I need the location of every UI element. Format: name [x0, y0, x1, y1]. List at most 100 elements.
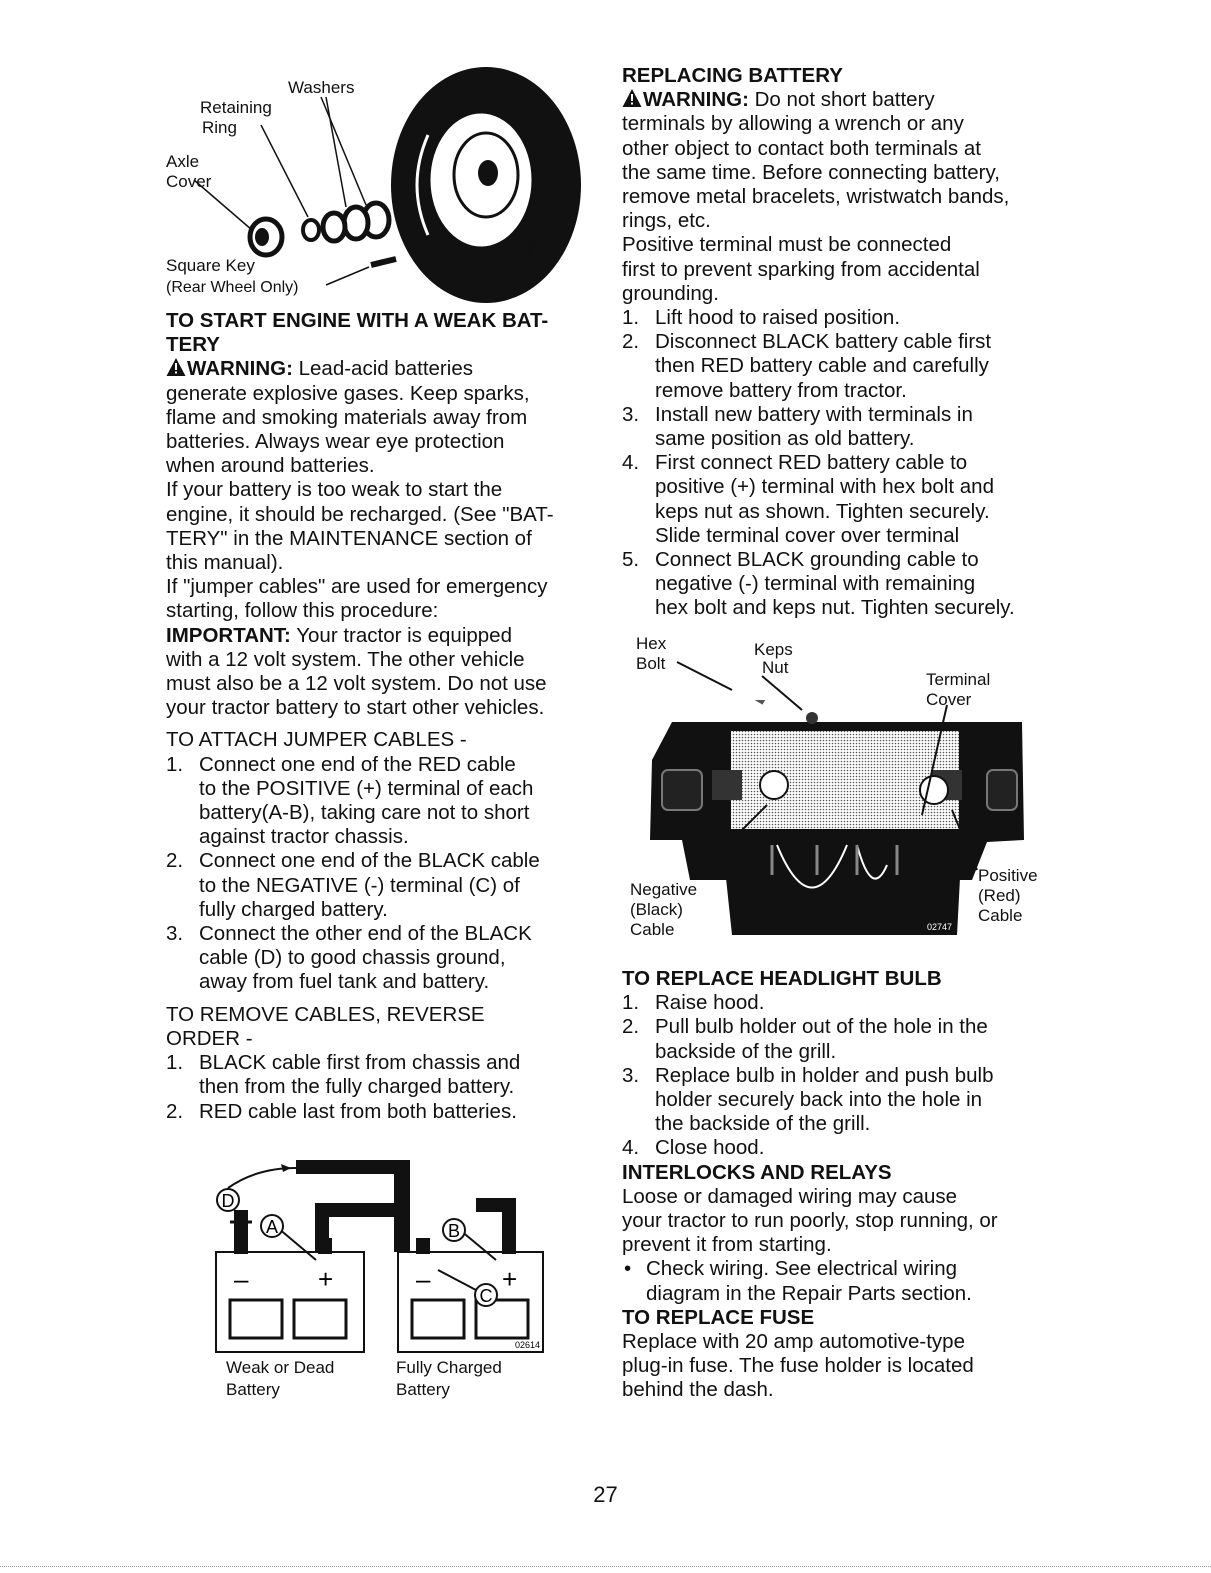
jumper-cable-figure: D A B C – + – + 02614: [215, 1160, 544, 1353]
recharge-text: this manual).: [166, 551, 284, 575]
warning-text: other object to contact both terminals a…: [622, 136, 981, 160]
bullet-text: Check wiring. See electrical wiring: [646, 1257, 958, 1281]
part-code: 02614: [515, 1340, 540, 1350]
list-item: 4.Close hood.: [622, 1136, 765, 1160]
jumper-text: If "jumper cables" are used for emergenc…: [166, 575, 548, 599]
label-rear-wheel-only: (Rear Wheel Only): [166, 279, 299, 296]
replace-steps: 1.Lift hood to raised position. 2.Discon…: [622, 306, 1062, 621]
label-square-key: Square Key: [166, 256, 255, 275]
plus-sign: +: [318, 1264, 333, 1294]
important-text: your tractor battery to start other vehi…: [166, 696, 545, 720]
important-text: with a 12 volt system. The other vehicle: [166, 647, 525, 671]
interlocks-text: your tractor to run poorly, stop running…: [622, 1209, 998, 1233]
label-positive-cable-2: (Red): [978, 886, 1021, 905]
interlocks-heading: INTERLOCKS AND RELAYS: [622, 1160, 892, 1184]
recharge-text: If your battery is too weak to start the: [166, 478, 503, 502]
section-heading-cont: TERY: [166, 333, 220, 357]
warning-triangle-icon: [622, 89, 642, 108]
section-heading: REPLACING BATTERY: [622, 64, 843, 87]
label-keps-nut-1: Keps: [754, 640, 793, 659]
jumper-text: starting, follow this procedure:: [166, 599, 439, 623]
bullet-text: diagram in the Repair Parts section.: [646, 1281, 972, 1305]
warning-text: terminals by allowing a wrench or any: [622, 112, 964, 136]
warning-text: Lead-acid batteries: [298, 357, 473, 381]
headlight-heading: TO REPLACE HEADLIGHT BULB: [622, 967, 942, 990]
label-retaining-ring-2: Ring: [202, 118, 237, 137]
recharge-text: TERY" in the MAINTENANCE section of: [166, 526, 532, 550]
list-item: 1.Lift hood to raised position.: [622, 306, 901, 330]
battery-figure-leaders: [676, 661, 978, 871]
label-terminal-cover-1: Terminal: [926, 670, 991, 689]
warning-line: WARNING: Lead-acid batteries: [166, 357, 596, 381]
positive-text: first to prevent sparking from accidenta…: [622, 257, 980, 281]
minus-sign: –: [416, 1264, 431, 1294]
list-item: 1.Raise hood.: [622, 991, 765, 1015]
callout-c: C: [480, 1286, 493, 1306]
list-item: 2.Pull bulb holder out of the hole in th…: [622, 1015, 988, 1063]
important-label: IMPORTANT:: [166, 623, 291, 647]
replacing-battery-section: REPLACING BATTERY WARNING: Do not short …: [622, 64, 1062, 621]
label-weak-battery-2: Battery: [226, 1380, 280, 1399]
weak-battery-section: TO START ENGINE WITH A WEAK BAT- TERY WA…: [166, 309, 596, 1124]
lower-right-sections: TO REPLACE HEADLIGHT BULB 1.Raise hood. …: [622, 967, 1062, 1403]
bullet-item: • Check wiring. See electrical wiring di…: [622, 1257, 1062, 1305]
remove-heading: TO REMOVE CABLES, REVERSE: [166, 1002, 485, 1026]
plus-sign: +: [502, 1264, 517, 1294]
important-text: Your tractor is equipped: [296, 623, 512, 647]
label-positive-cable-3: Cable: [978, 906, 1023, 925]
warning-text: flame and smoking materials away from: [166, 405, 528, 429]
warning-text: Do not short battery: [754, 88, 935, 112]
warning-text: generate explosive gases. Keep sparks,: [166, 381, 530, 405]
minus-sign: –: [234, 1264, 249, 1294]
fuse-text: behind the dash.: [622, 1378, 774, 1402]
label-terminal-cover-2: Cover: [926, 690, 972, 709]
warning-triangle-icon: [166, 358, 186, 377]
warning-label: WARNING:: [187, 357, 293, 381]
label-negative-cable-2: (Black): [630, 900, 683, 919]
page-number: 27: [593, 1482, 618, 1507]
part-code: 02747: [927, 922, 952, 932]
warning-line: WARNING: Do not short battery: [622, 88, 1062, 112]
bullet-glyph: •: [624, 1257, 632, 1281]
label-hex-bolt-2: Bolt: [636, 654, 666, 673]
warning-text: batteries. Always wear eye protection: [166, 430, 505, 454]
fuse-text: Replace with 20 amp automotive-type: [622, 1330, 965, 1354]
label-negative-cable-1: Negative: [630, 880, 698, 899]
attach-heading: TO ATTACH JUMPER CABLES -: [166, 728, 467, 752]
battery-terminal-figure: 02747: [650, 700, 1024, 935]
label-charged-battery-2: Battery: [396, 1380, 450, 1399]
important-line: IMPORTANT: Your tractor is equipped: [166, 624, 596, 648]
label-weak-battery-1: Weak or Dead: [226, 1358, 335, 1377]
label-keps-nut-2: Nut: [762, 658, 789, 677]
label-positive-cable-1: Positive: [978, 866, 1038, 885]
interlocks-text: prevent it from starting.: [622, 1233, 832, 1257]
section-heading: TO START ENGINE WITH A WEAK BAT-: [166, 309, 549, 332]
label-charged-battery-1: Fully Charged: [396, 1358, 502, 1377]
important-text: must also be a 12 volt system. Do not us…: [166, 672, 547, 696]
fuse-heading: TO REPLACE FUSE: [622, 1305, 815, 1329]
label-axle-cover-2: Cover: [166, 172, 212, 191]
callout-a: A: [266, 1217, 278, 1237]
warning-text: when around batteries.: [166, 454, 375, 478]
warning-text: rings, etc.: [622, 209, 711, 233]
label-washers: Washers: [288, 78, 355, 97]
positive-text: grounding.: [622, 281, 719, 305]
wheel-assembly-figure: 02807: [193, 67, 581, 303]
recharge-text: engine, it should be recharged. (See "BA…: [166, 502, 554, 526]
interlocks-text: Loose or damaged wiring may cause: [622, 1184, 958, 1208]
fuse-text: plug-in fuse. The fuse holder is located: [622, 1354, 974, 1378]
positive-text: Positive terminal must be connected: [622, 233, 952, 257]
warning-text: the same time. Before connecting battery…: [622, 160, 1000, 184]
label-retaining-ring-1: Retaining: [200, 98, 272, 117]
